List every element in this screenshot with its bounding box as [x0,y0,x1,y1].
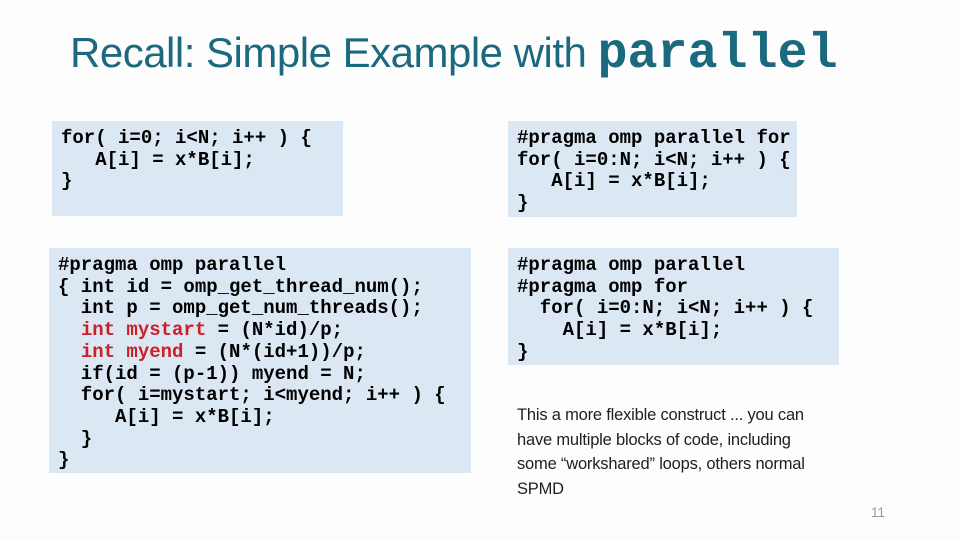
code-block-parallel-workshare: #pragma omp parallel#pragma omp for for(… [508,248,839,365]
code-line: int myend = (N*(id+1))/p; [80,340,366,363]
title-code-keyword: parallel [597,26,838,83]
code-block-serial-loop: for( i=0; i<N; i++ ) { A[i] = x*B[i];} [52,121,343,216]
code-line: int p = omp_get_num_threads(); [58,297,423,320]
code-line: A[i] = x*B[i]; [61,148,255,171]
note-line: have multiple blocks of code, including [517,430,791,449]
code-block-spmd: #pragma omp parallel{ int id = omp_get_t… [49,248,471,473]
page-number: 11 [871,505,886,520]
code-line: int mystart = (N*id)/p; [80,319,344,342]
code-line: for( i=0:N; i<N; i++ ) { [517,297,814,320]
code-line: #pragma omp parallel [517,254,746,276]
code-line: } [517,192,529,215]
code-line: { int id = omp_get_thread_num(); [58,275,423,298]
code-line: } [61,170,73,193]
code-line: } [58,449,70,472]
code-line: A[i] = x*B[i]; [517,170,711,193]
title-text: Recall: Simple Example with [70,29,598,76]
note-line: SPMD [517,479,564,498]
code-line: A[i] = x*B[i]; [517,319,723,342]
note-text: This a more flexible construct ... you c… [517,403,805,501]
code-line: #pragma omp for [517,275,689,298]
code-line: if(id = (p-1)) myend = N; [58,362,366,385]
code-line: for( i=mystart; i<myend; i++ ) { [58,384,446,407]
code-line: for( i=0:N; i<N; i++ ) { [517,148,791,171]
code-line: #pragma omp parallel for [517,127,791,149]
code-line: } [58,427,93,450]
code-line: #pragma omp parallel [58,254,287,276]
code-line: } [517,340,529,363]
page-title: Recall: Simple Example with parallel [70,30,838,80]
code-line: for( i=0; i<N; i++ ) { [61,127,312,149]
note-line: some “workshared” loops, others normal [517,455,805,473]
note-line: This a more flexible construct ... you c… [517,406,804,424]
code-line: A[i] = x*B[i]; [58,405,275,428]
